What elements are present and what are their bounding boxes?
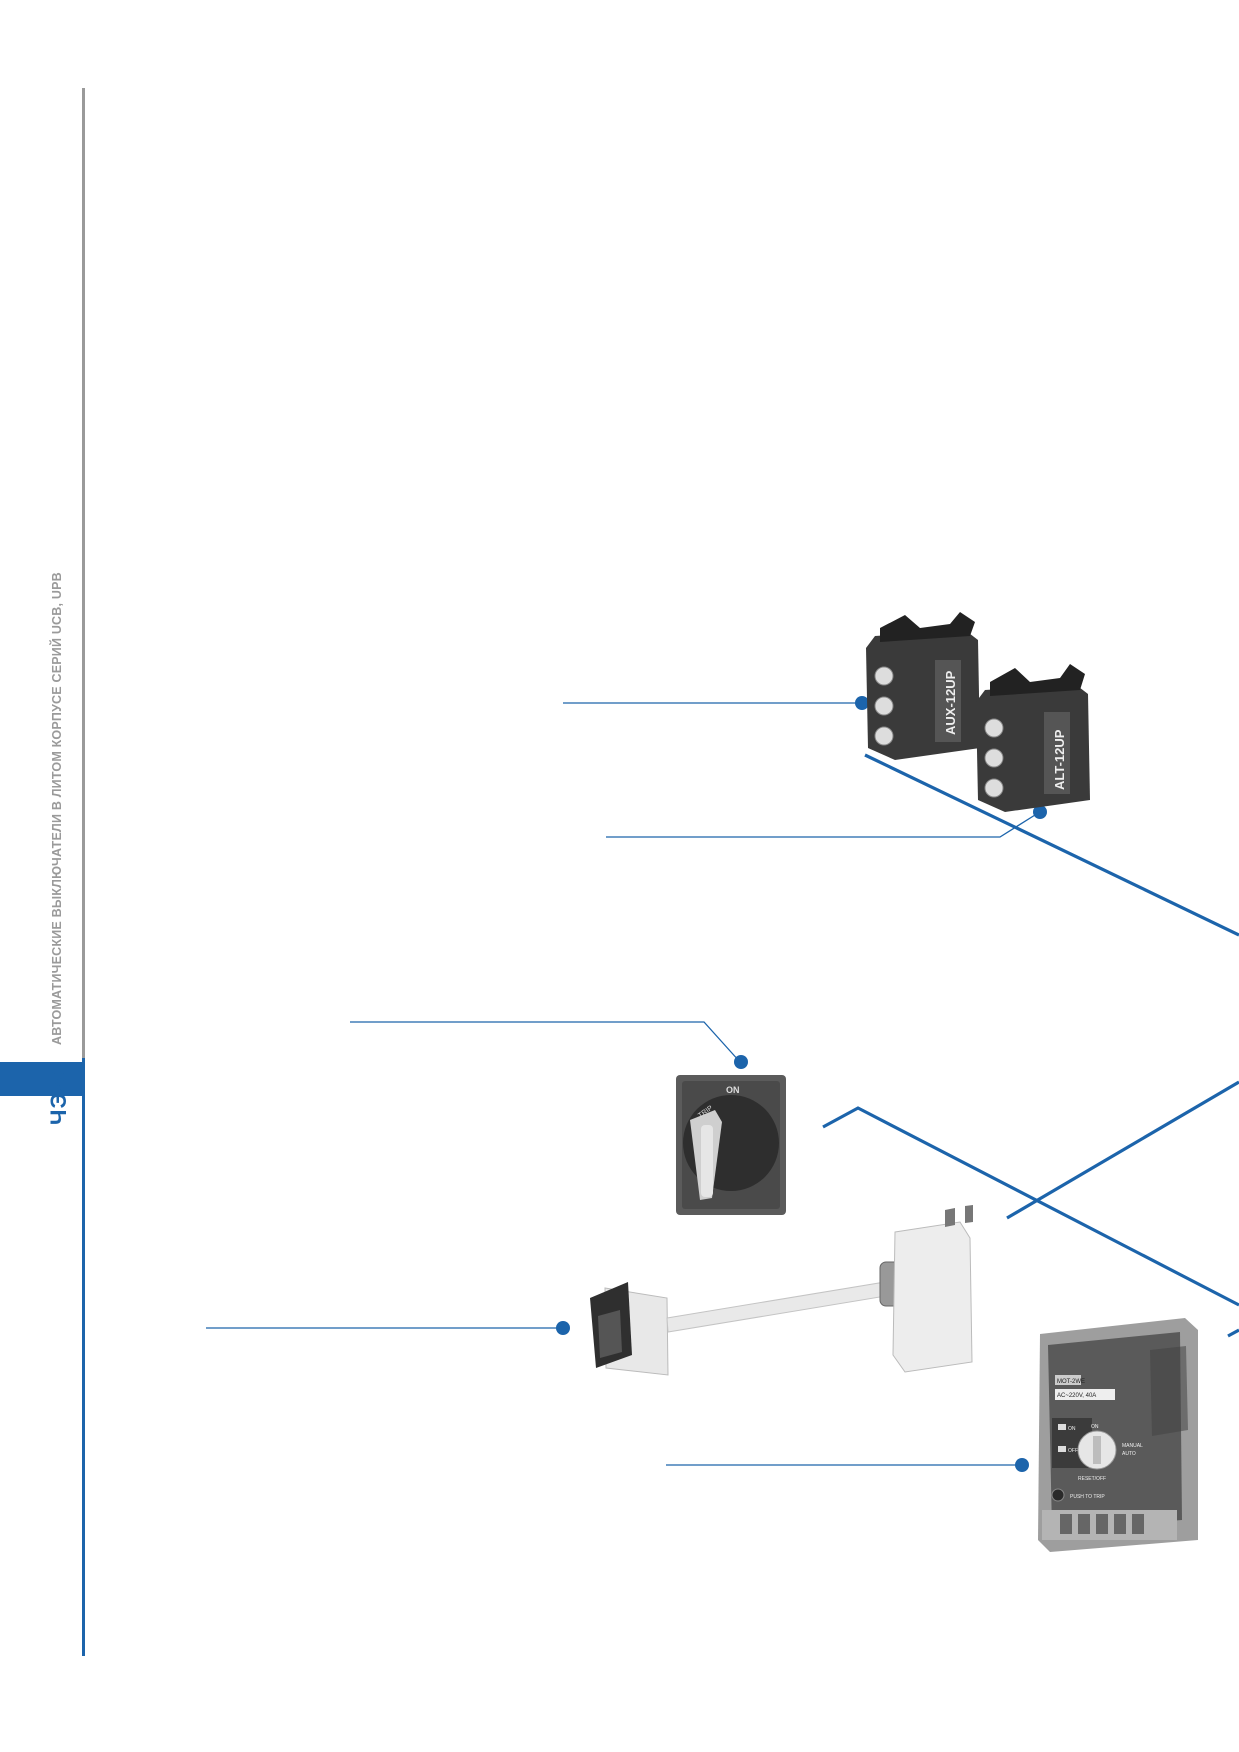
callout-lines [206, 702, 1036, 1466]
frame-line-upper [864, 753, 1239, 937]
aux-contact-image: AUX-12UP [866, 612, 980, 760]
motor-unit-push: PUSH TO TRIP [1070, 1494, 1105, 1500]
motor-unit-on: ON [1068, 1426, 1076, 1432]
frame-line-tick [1227, 1328, 1239, 1338]
motor-unit-title: MOT-2WE [1057, 1379, 1085, 1385]
motor-unit-voltage: AC~220V, 40A [1057, 1393, 1096, 1399]
callout-dot-alarm-contact [1033, 805, 1047, 819]
frame-line-diagonal [1006, 1080, 1239, 1220]
sidebar-rule-gray [82, 88, 85, 1058]
callout-dot-motor-operator [1015, 1458, 1029, 1472]
motor-unit-reset: RESET/OFF [1078, 1476, 1106, 1482]
frame-line-lower [822, 1106, 1239, 1307]
rotary-handle-image: ON TRIP [676, 1075, 786, 1215]
aux-contact-1-label: AUX-12UP [943, 670, 958, 735]
motor-unit-manual: MANUAL [1122, 1443, 1143, 1449]
logo-tab [0, 1062, 84, 1096]
aux-contact-2-label: ALT-12UP [1052, 729, 1067, 790]
rotary-handle-on-label: ON [726, 1085, 740, 1095]
callout-line-alarm-contact [606, 814, 1036, 838]
motor-unit-auto: AUTO [1122, 1451, 1136, 1457]
callout-dot-extended-handle [556, 1321, 570, 1335]
frame-lines [822, 753, 1239, 1338]
callout-line-rotary-handle [350, 1021, 741, 1063]
callout-dot-rotary-handle [734, 1055, 748, 1069]
motor-unit-off: OFF [1068, 1448, 1078, 1454]
motor-unit-center-on: ON [1091, 1424, 1099, 1430]
extended-handle-image [590, 1205, 973, 1376]
alarm-contact-image: ALT-12UP [976, 664, 1090, 812]
motor-operator-image: MOT-2WE AC~220V, 40A ON OFF ON MANUAL AU… [1038, 1318, 1198, 1552]
callout-dot-aux-contact [855, 696, 869, 710]
callout-dots [556, 696, 1047, 1472]
